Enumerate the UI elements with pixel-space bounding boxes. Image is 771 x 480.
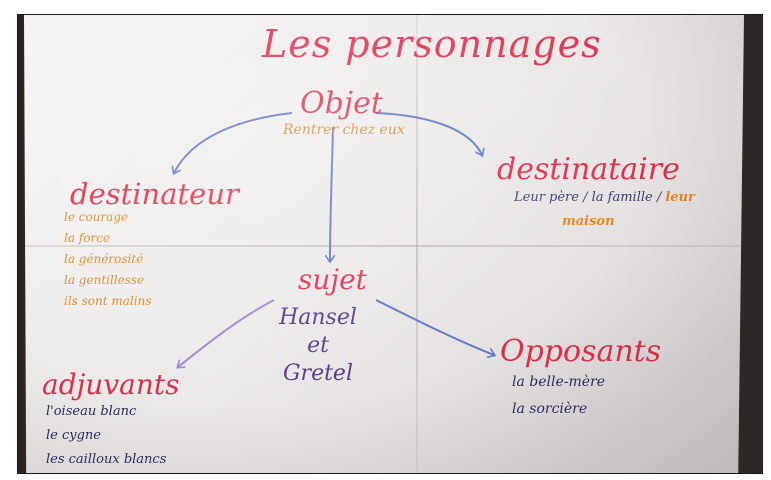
adjuvants-item: les cailloux blancs xyxy=(46,452,167,467)
destinataire-line1-tail: leur xyxy=(665,190,695,205)
destinataire-heading: destinataire xyxy=(497,152,680,187)
paper-fold-vertical xyxy=(416,15,418,473)
destinateur-item: ils sont malins xyxy=(64,294,152,308)
photo-frame: Les personnages Objet Rentrer chez eux d… xyxy=(17,14,763,474)
poster-sheet: Les personnages Objet Rentrer chez eux d… xyxy=(24,15,744,473)
objet-heading: Objet xyxy=(300,86,383,121)
adjuvants-item: l'oiseau blanc xyxy=(46,404,137,419)
opposants-heading: Opposants xyxy=(500,334,662,369)
arrow-sujet-to-opposants xyxy=(375,299,494,355)
destinateur-list: le courage la force la générosité la gen… xyxy=(64,211,152,316)
adjuvants-item: le cygne xyxy=(46,428,101,443)
destinataire-line2: maison xyxy=(562,214,615,229)
arrow-objet-to-destinateur xyxy=(174,112,293,173)
destinataire-line1-text: Leur père / la famille / xyxy=(514,190,662,205)
adjuvants-list: l'oiseau blanc le cygne les cailloux bla… xyxy=(46,404,167,473)
opposants-item: la sorcière xyxy=(512,401,588,417)
adjuvants-heading: adjuvants xyxy=(42,368,180,401)
opposants-list: la belle-mère la sorcière xyxy=(512,375,605,429)
arrow-sujet-to-adjuvants xyxy=(178,299,275,367)
objet-detail: Rentrer chez eux xyxy=(283,122,405,138)
destinateur-item: la générosité xyxy=(64,252,144,266)
arrow-objet-to-sujet xyxy=(330,126,333,261)
opposants-item: la belle-mère xyxy=(512,374,606,390)
destinateur-item: le courage xyxy=(64,210,129,224)
destinateur-item: la gentillesse xyxy=(64,273,145,287)
sujet-heading: sujet xyxy=(298,263,367,296)
arrow-layer xyxy=(24,112,744,473)
destinataire-line1: Leur père / la famille / leur xyxy=(514,191,695,204)
paper-fold-horizontal xyxy=(24,245,744,247)
poster-title: Les personnages xyxy=(262,22,602,66)
destinateur-item: la force xyxy=(64,231,111,245)
sujet-detail: Hansel et Gretel xyxy=(279,305,357,386)
arrow-objet-to-destinataire xyxy=(375,112,482,155)
destinateur-heading: destinateur xyxy=(70,177,239,211)
